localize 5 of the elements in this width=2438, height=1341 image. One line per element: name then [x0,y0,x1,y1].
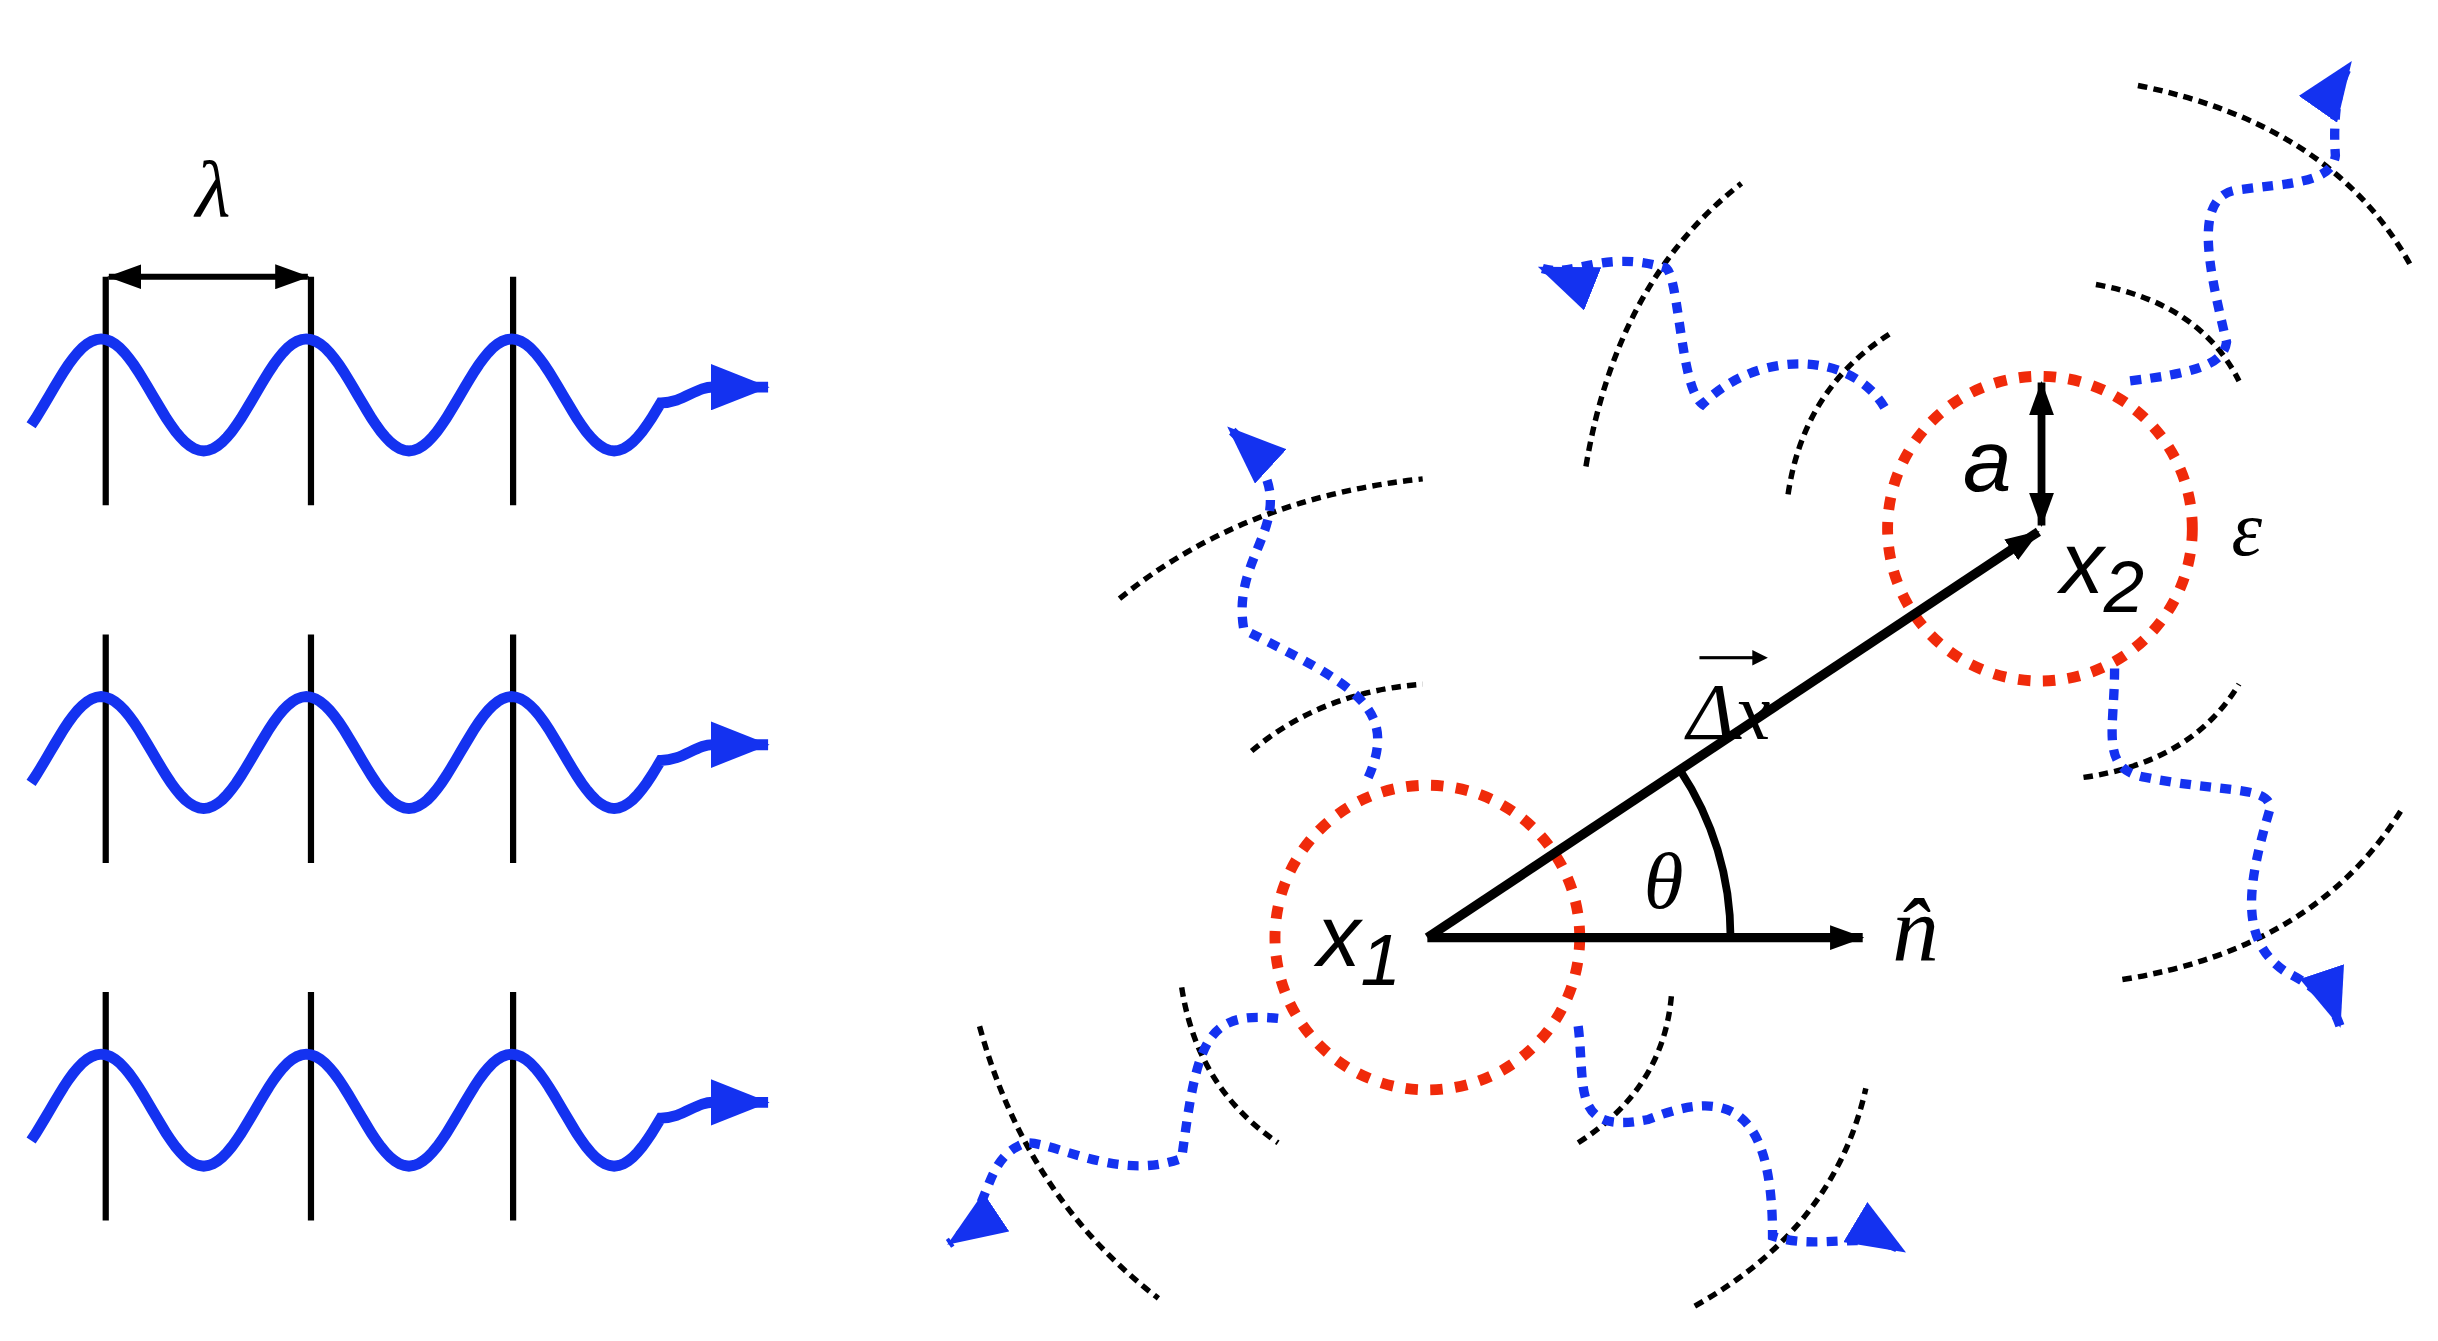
wavelength-symbol: λ [195,149,231,231]
angle-symbol: θ [1643,841,1684,923]
epsilon-symbol: ε [2231,489,2263,568]
unit-vector-label: n̂ [1892,883,1939,977]
radius-symbol: a [1962,418,2012,506]
